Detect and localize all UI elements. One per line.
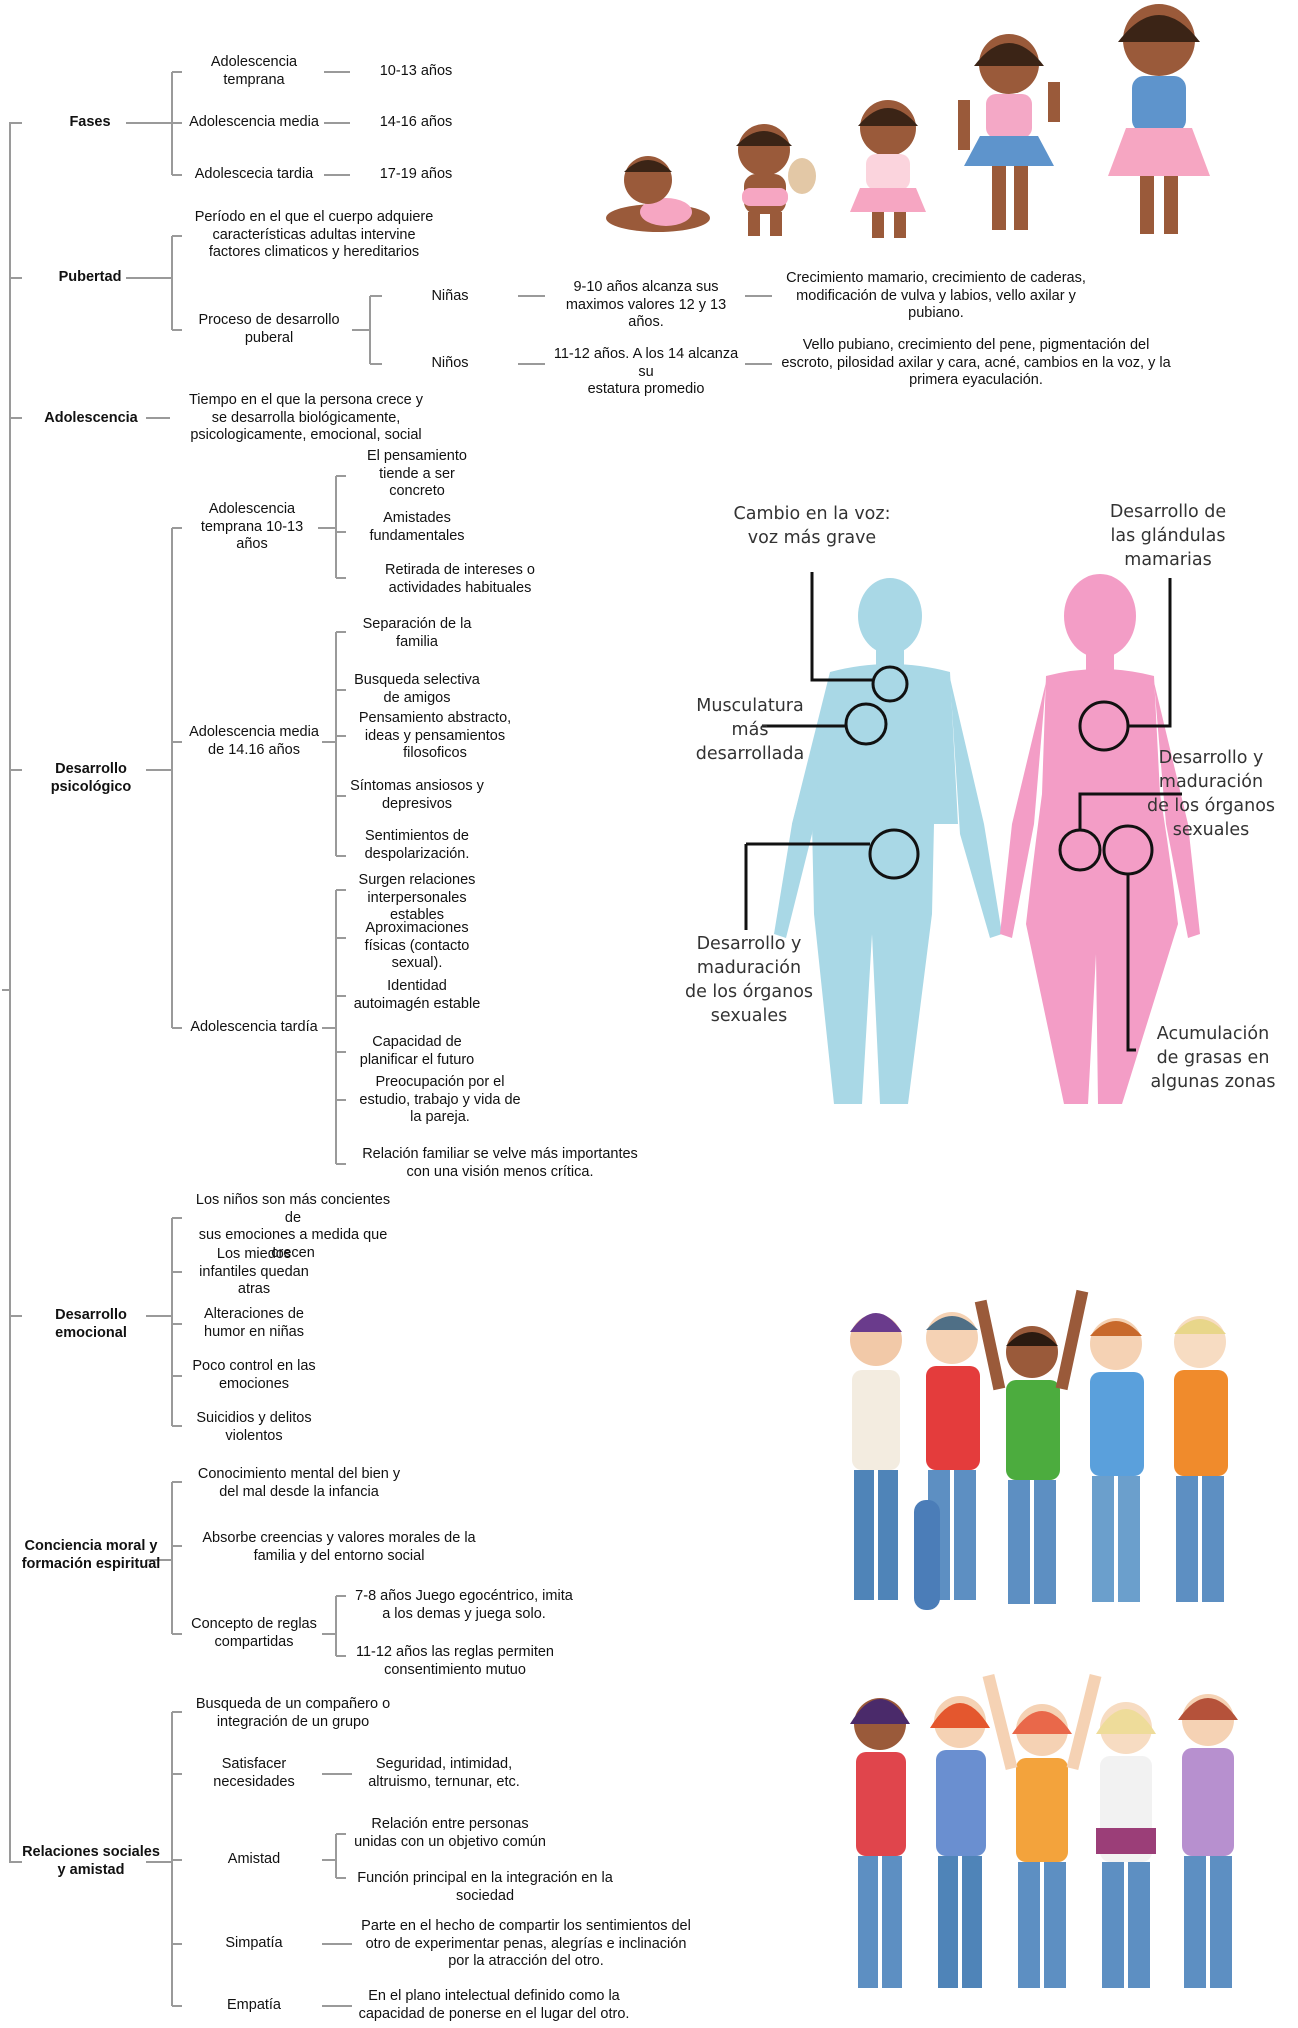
psico-media-item: Pensamiento abstracto, ideas y pensamien…	[358, 710, 512, 761]
stage-teen	[1108, 4, 1210, 234]
indicator-voice	[871, 665, 909, 703]
psico-media-item: Busqueda selectiva de amigos	[354, 672, 480, 706]
psico-tardia-label: Adolescencia tardía	[190, 1019, 318, 1035]
node-fases: Fases	[69, 114, 111, 130]
boy-4	[1090, 1318, 1144, 1602]
stage-toddler	[736, 124, 816, 236]
psico-media-item: Separación de la familia	[362, 616, 472, 650]
fase-temprana-label: Adolescencia temprana	[210, 54, 298, 88]
psico-tardia-item: Aproximaciones físicas (contacto sexual)…	[364, 920, 470, 971]
fase-tardia-label: Adolescecia tardia	[194, 166, 314, 182]
fase-tardia-range: 17-19 años	[379, 166, 453, 182]
moral-reglas-label: Concepto de reglas compartidas	[191, 1616, 317, 1650]
sociales-empatia-detail: En el plano intelectual definido como la…	[358, 1988, 630, 2022]
girl-4	[1096, 1702, 1156, 1988]
growth-stages-illustration	[606, 4, 1210, 238]
psico-media-item: Síntomas ansiosos y depresivos	[350, 778, 484, 812]
psico-tardia-item: Capacidad de planificar el futuro	[359, 1034, 475, 1068]
node-conciencia-moral: Conciencia moral y formación espiritual	[21, 1538, 161, 1572]
female-body-silhouette	[1000, 574, 1200, 1104]
stage-preteen	[958, 34, 1060, 230]
pubertad-definition: Período en el que el cuerpo adquiere car…	[194, 209, 434, 260]
label-organos-masculinos: Desarrollo y maduración de los órganos s…	[684, 934, 814, 1026]
adolescencia-definition: Tiempo en el que la persona crece y se d…	[188, 392, 423, 443]
girl-1	[850, 1698, 910, 1988]
sociales-amistad-item: Relación entre personas unidas con un ob…	[354, 1816, 546, 1850]
girl-3	[982, 1673, 1102, 1988]
boy-3	[974, 1289, 1089, 1604]
node-adolescencia: Adolescencia	[44, 410, 138, 426]
boy-1	[850, 1313, 902, 1600]
sociales-satisfacer: Satisfacer necesidades	[213, 1756, 295, 1790]
moral-reglas-item: 7-8 años Juego egocéntrico, imita a los …	[355, 1588, 573, 1622]
node-relaciones-sociales: Relaciones sociales y amistad	[22, 1844, 160, 1878]
psico-temprana-item: Retirada de intereses o actividades habi…	[385, 562, 535, 596]
girls-group-illustration	[850, 1673, 1238, 1988]
stage-child	[850, 100, 926, 238]
emocional-item: Los miedos infantiles quedan atras	[199, 1246, 309, 1297]
moral-item: Absorbe creencias y valores morales de l…	[202, 1530, 476, 1564]
boy-2	[914, 1312, 980, 1610]
psico-tardia-item: Preocupación por el estudio, trabajo y v…	[359, 1074, 521, 1125]
psico-media-item: Sentimientos de despolarización.	[364, 828, 470, 862]
male-body-silhouette	[774, 578, 1002, 1104]
pubertad-ninas-age: 9-10 años alcanza sus maximos valores 12…	[565, 279, 727, 330]
node-desarrollo-psicologico: Desarrollo psicológico	[50, 761, 132, 795]
pubertad-ninos-changes: Vello pubiano, crecimiento del pene, pig…	[781, 337, 1171, 388]
sociales-simpatia: Simpatía	[225, 1935, 283, 1951]
sociales-empatia: Empatía	[227, 1997, 281, 2013]
sociales-amistad: Amistad	[227, 1851, 281, 1867]
psico-tardia-item: Surgen relaciones interpersonales establ…	[358, 872, 476, 923]
sociales-amistad-item: Función principal en la integración en l…	[357, 1870, 613, 1904]
sociales-simpatia-detail: Parte en el hecho de compartir los senti…	[361, 1918, 691, 1969]
emocional-item: Alteraciones de humor en niñas	[204, 1306, 304, 1340]
sociales-busqueda: Busqueda de un compañero o integración d…	[195, 1696, 391, 1730]
pubertad-proceso: Proceso de desarrollo puberal	[198, 312, 340, 346]
node-desarrollo-emocional: Desarrollo emocional	[55, 1307, 127, 1341]
fase-temprana-range: 10-13 años	[379, 63, 453, 79]
psico-temprana-label: Adolescencia temprana 10-13 años	[200, 501, 304, 552]
sociales-satisfacer-detail: Seguridad, intimidad, altruismo, ternuna…	[368, 1756, 520, 1790]
boys-group-illustration	[850, 1289, 1228, 1610]
emocional-item: Suicidios y delitos violentos	[196, 1410, 312, 1444]
pubertad-ninos-label: Niños	[431, 355, 469, 371]
psico-tardia-item: Identidad autoimagén estable	[353, 978, 481, 1012]
fase-media-label: Adolescencia media	[189, 114, 319, 130]
psico-media-label: Adolescencia media de 14.16 años	[189, 724, 319, 758]
girl-5	[1178, 1694, 1238, 1988]
indicator-male-organs	[868, 828, 920, 880]
moral-reglas-item: 11-12 años las reglas permiten consentim…	[355, 1644, 554, 1678]
girl-2	[930, 1696, 990, 1988]
moral-item: Conocimiento mental del bien y del mal d…	[197, 1466, 401, 1500]
pubertad-ninas-changes: Crecimiento mamario, crecimiento de cade…	[786, 270, 1086, 321]
body-changes-diagram	[744, 572, 1200, 1104]
emocional-item: Poco control en las emociones	[192, 1358, 316, 1392]
psico-temprana-item: Amistades fundamentales	[369, 510, 465, 544]
stage-baby	[606, 156, 710, 232]
label-glandulas-mamarias: Desarrollo de las glándulas mamarias	[1109, 502, 1227, 570]
emocional-item: Los niños son más concientes de sus emoc…	[195, 1192, 391, 1261]
node-pubertad: Pubertad	[58, 269, 122, 285]
boy-5	[1174, 1316, 1228, 1602]
label-acumulacion-grasas: Acumulación de grasas en algunas zonas	[1150, 1024, 1276, 1092]
fase-media-range: 14-16 años	[379, 114, 453, 130]
label-organos-femeninos: Desarrollo y maduración de los órganos s…	[1146, 748, 1276, 840]
label-cambio-voz: Cambio en la voz: voz más grave	[733, 504, 891, 548]
pubertad-ninas-label: Niñas	[431, 288, 469, 304]
psico-tardia-item: Relación familiar se velve más important…	[362, 1146, 638, 1180]
psico-temprana-item: El pensamiento tiende a ser concreto	[367, 448, 467, 499]
label-musculatura: Musculatura más desarrollada	[695, 696, 805, 764]
pubertad-ninos-age: 11-12 años. A los 14 alcanza su estatura…	[553, 346, 739, 397]
indicator-muscles	[844, 702, 888, 746]
